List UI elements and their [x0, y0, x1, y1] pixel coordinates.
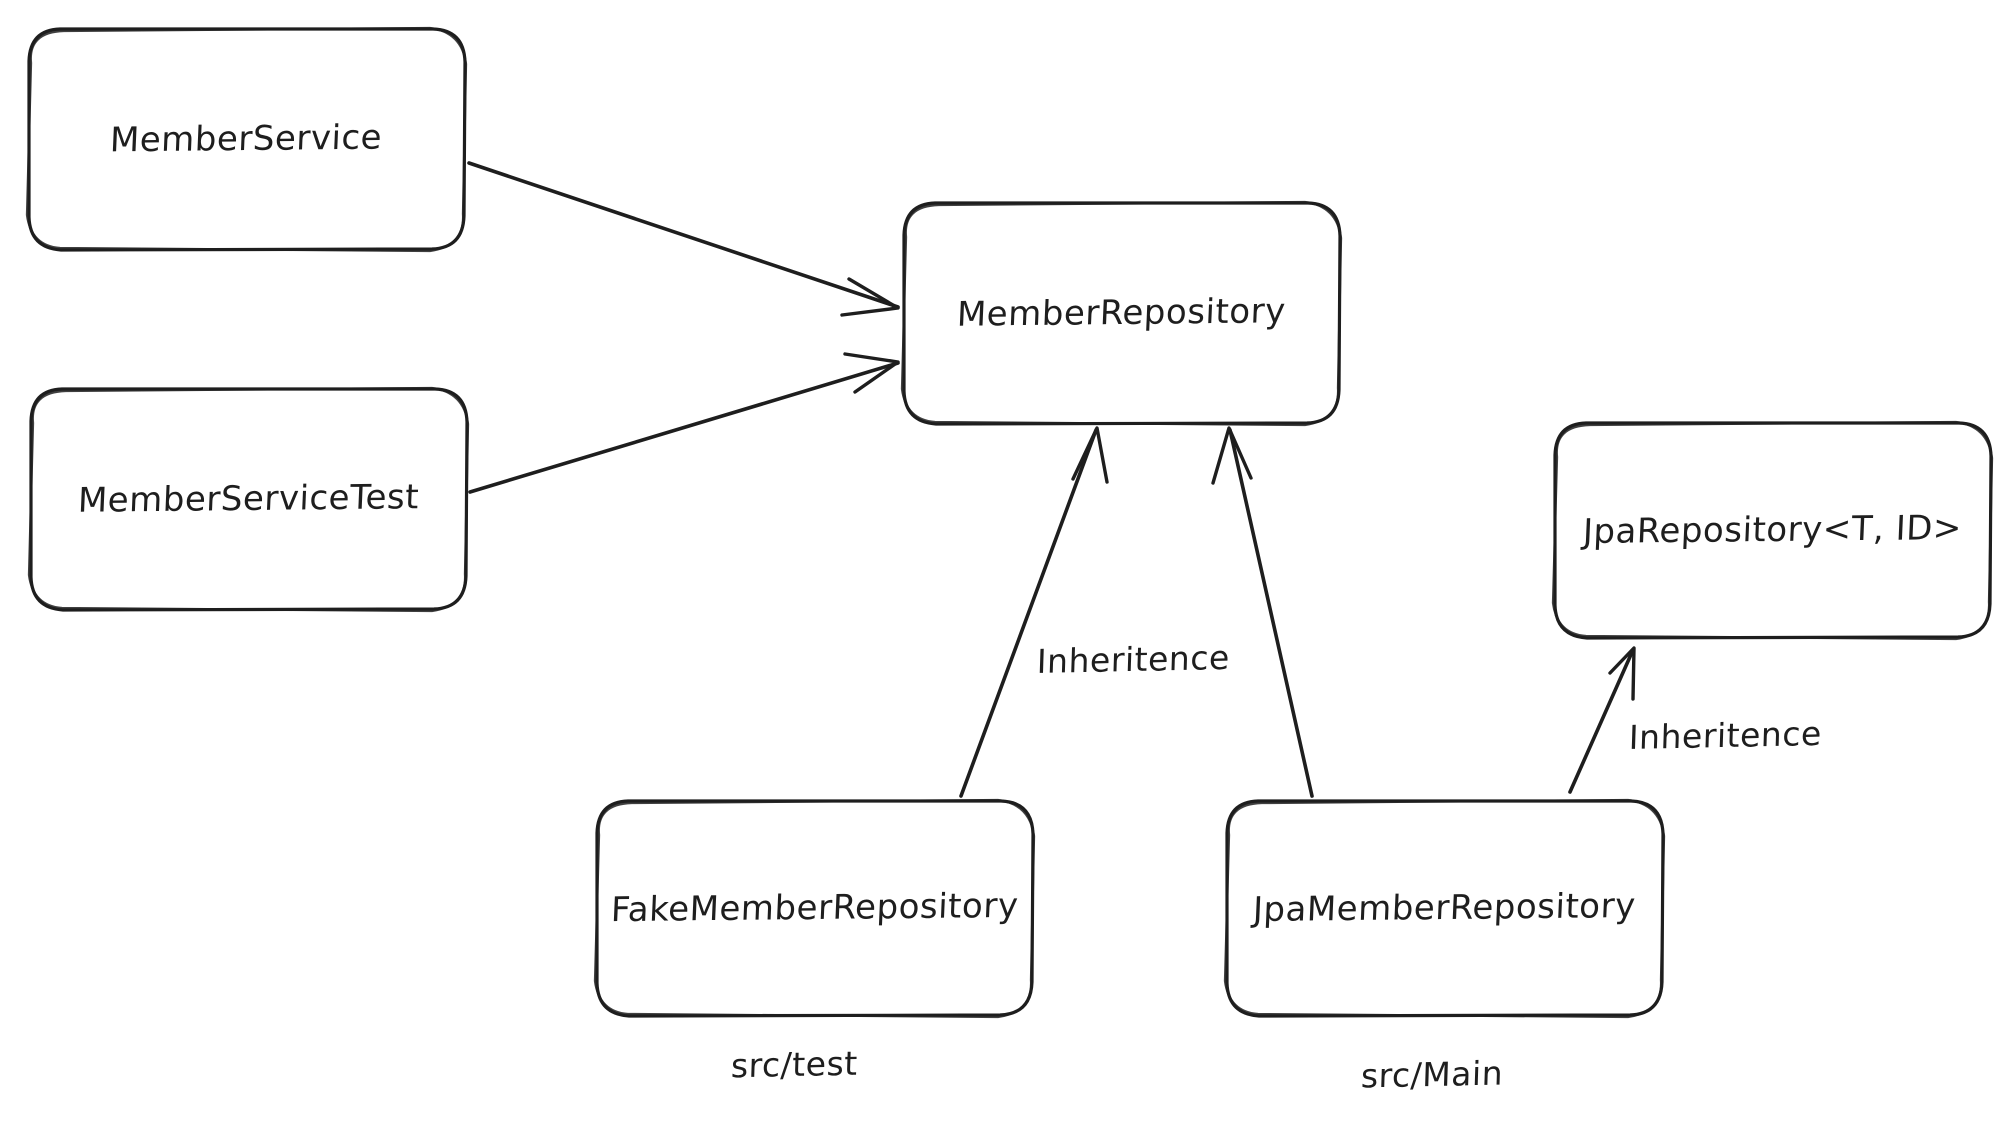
- edge-jpa-member-to-repository[interactable]: [1211, 426, 1314, 798]
- edge-fake-to-repository[interactable]: [959, 426, 1109, 798]
- node-shape-member-service[interactable]: [25, 26, 468, 253]
- node-member-service-test[interactable]: MemberServiceTest: [30, 388, 467, 610]
- node-label-member-service-test: MemberServiceTest: [77, 477, 420, 521]
- node-jpa-member-repository[interactable]: JpaMemberRepository: [1226, 800, 1663, 1015]
- node-shape-fake-member-repository[interactable]: [593, 798, 1036, 1019]
- node-shape-jpa-repository[interactable]: [1551, 420, 1994, 641]
- node-label-jpa-member-repository: JpaMemberRepository: [1252, 885, 1637, 930]
- edge-label-inheritence-left: Inheritence: [1036, 637, 1231, 682]
- node-label-member-service: MemberService: [109, 117, 384, 161]
- node-shape-jpa-member-repository[interactable]: [1223, 798, 1666, 1019]
- edge-jpa-member-to-jpa-repo[interactable]: [1568, 646, 1636, 794]
- group-label-src-main: src/Main: [1360, 1053, 1504, 1096]
- edge-service-to-repository[interactable]: [467, 161, 900, 317]
- edge-service-test-to-repository[interactable]: [468, 352, 900, 494]
- edge-label-inheritence-right: Inheritence: [1628, 713, 1823, 758]
- node-member-repository[interactable]: MemberRepository: [903, 202, 1340, 424]
- node-label-jpa-repository: JpaRepository<T, ID>: [1582, 507, 1963, 552]
- node-label-fake-member-repository: FakeMemberRepository: [609, 885, 1020, 930]
- node-shape-member-service-test[interactable]: [27, 386, 470, 613]
- node-label-member-repository: MemberRepository: [956, 291, 1287, 335]
- node-fake-member-repository[interactable]: FakeMemberRepository: [596, 800, 1033, 1015]
- node-shape-member-repository[interactable]: [900, 200, 1343, 427]
- node-member-service[interactable]: MemberService: [28, 28, 465, 250]
- node-jpa-repository[interactable]: JpaRepository<T, ID>: [1554, 422, 1991, 637]
- group-label-src-test: src/test: [730, 1043, 859, 1086]
